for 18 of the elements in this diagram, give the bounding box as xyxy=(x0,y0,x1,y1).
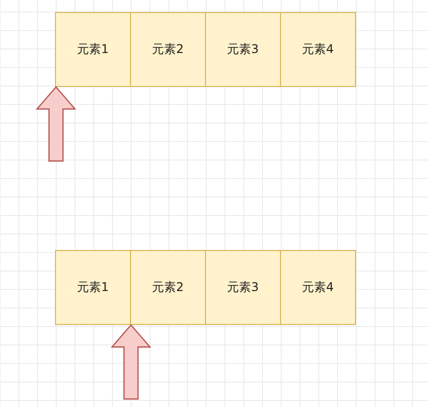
array-cell xyxy=(130,12,206,87)
array-cell xyxy=(280,12,356,87)
cell-label: 元素4 xyxy=(302,279,334,296)
block-arrow xyxy=(36,86,76,162)
cell-label: 元素2 xyxy=(152,41,184,58)
array-cell xyxy=(280,250,356,325)
array-cell xyxy=(55,12,131,87)
cell-label: 元素3 xyxy=(227,41,259,58)
array-cell xyxy=(55,250,131,325)
array-cell xyxy=(205,12,281,87)
cell-label: 元素4 xyxy=(302,41,334,58)
cell-label: 元素2 xyxy=(152,279,184,296)
array-cell xyxy=(205,250,281,325)
cell-label: 元素1 xyxy=(77,41,109,58)
cell-label: 元素3 xyxy=(227,279,259,296)
block-arrow xyxy=(110,324,152,400)
array-cell xyxy=(130,250,206,325)
cell-label: 元素1 xyxy=(77,279,109,296)
